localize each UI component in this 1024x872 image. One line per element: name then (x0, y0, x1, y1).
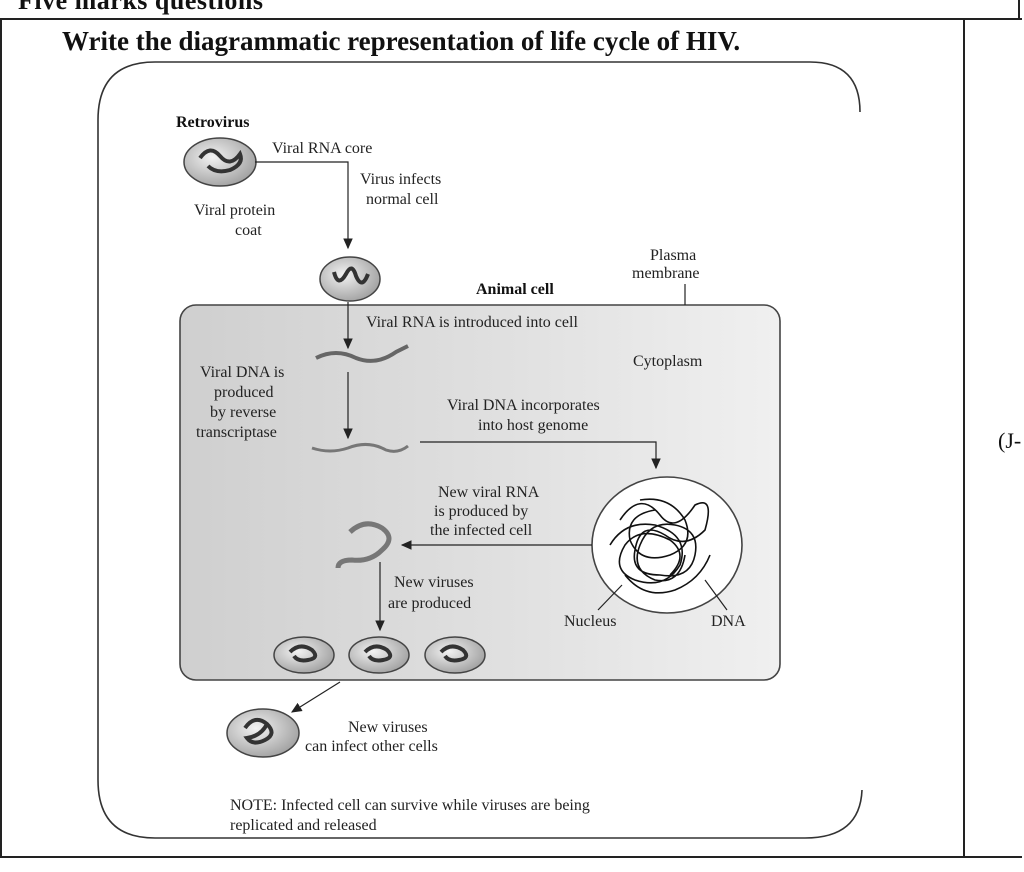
arrow-virus-exits (290, 681, 341, 713)
cytoplasm-label: Cytoplasm (633, 353, 703, 370)
viral-rna-core-label: Viral RNA core (272, 140, 372, 157)
new-virus-icon-2 (348, 636, 410, 674)
note-line-2: replicated and released (230, 817, 377, 834)
table-right-stub (1018, 0, 1020, 18)
virus-infects-label-1: Virus infects (360, 171, 441, 188)
note-line-1: NOTE: Infected cell can survive while vi… (230, 797, 590, 814)
nucleus-label: Nucleus (564, 613, 616, 630)
section-heading: Five marks questions (18, 0, 264, 15)
table-top-border (0, 18, 1022, 20)
released-virus-icon (226, 708, 300, 758)
arrow-to-genome (420, 441, 661, 470)
outer-frame (97, 61, 863, 839)
new-viral-rna-label-1: New viral RNA (438, 484, 540, 501)
viral-dna-label-2: produced (214, 384, 274, 401)
table-left-border (0, 18, 2, 858)
new-virus-icon-3 (424, 636, 486, 674)
retrovirus-label: Retrovirus (176, 114, 249, 131)
dna-incorporates-label-1: Viral DNA incorporates (447, 397, 600, 414)
new-viruses-produced-label-2: are produced (388, 595, 471, 612)
new-virus-icon-1 (273, 636, 335, 674)
side-note: (J- (998, 428, 1022, 453)
viral-dna-label-3: by reverse (210, 404, 276, 421)
viral-protein-coat-label-1: Viral protein (194, 202, 275, 219)
dna-incorporates-label-2: into host genome (478, 417, 588, 434)
viral-rna-strand (315, 344, 409, 363)
dna-label: DNA (711, 613, 746, 630)
retrovirus-icon (183, 137, 257, 187)
viral-protein-coat-label-2: coat (235, 222, 262, 239)
plasma-membrane-label-1: Plasma (650, 247, 696, 264)
viral-dna-strand (311, 443, 409, 453)
new-viruses-infect-label-1: New viruses (348, 719, 428, 736)
rna-core-connector (255, 161, 353, 250)
question-text: Write the diagrammatic representation of… (62, 26, 741, 56)
viral-dna-label-4: transcriptase (196, 424, 277, 441)
new-viral-rna-label-2: is produced by (434, 503, 528, 520)
nucleus-icon (591, 476, 743, 614)
table-bottom-border (0, 856, 1022, 858)
rna-introduced-label: Viral RNA is introduced into cell (366, 314, 578, 331)
animal-cell-label: Animal cell (476, 281, 554, 298)
plasma-membrane-label-2: membrane (632, 265, 700, 282)
viral-dna-label-1: Viral DNA is (200, 364, 284, 381)
new-viral-rna-label-3: the infected cell (430, 522, 533, 539)
new-viruses-infect-label-2: can infect other cells (305, 738, 438, 755)
new-viral-rna-strand (335, 521, 392, 569)
attaching-virus-icon (319, 256, 381, 302)
new-viruses-produced-label-1: New viruses (394, 574, 474, 591)
table-column-divider (963, 18, 965, 858)
virus-infects-label-2: normal cell (366, 191, 439, 208)
nucleus-pointer (597, 584, 623, 611)
dna-pointer (704, 579, 728, 611)
